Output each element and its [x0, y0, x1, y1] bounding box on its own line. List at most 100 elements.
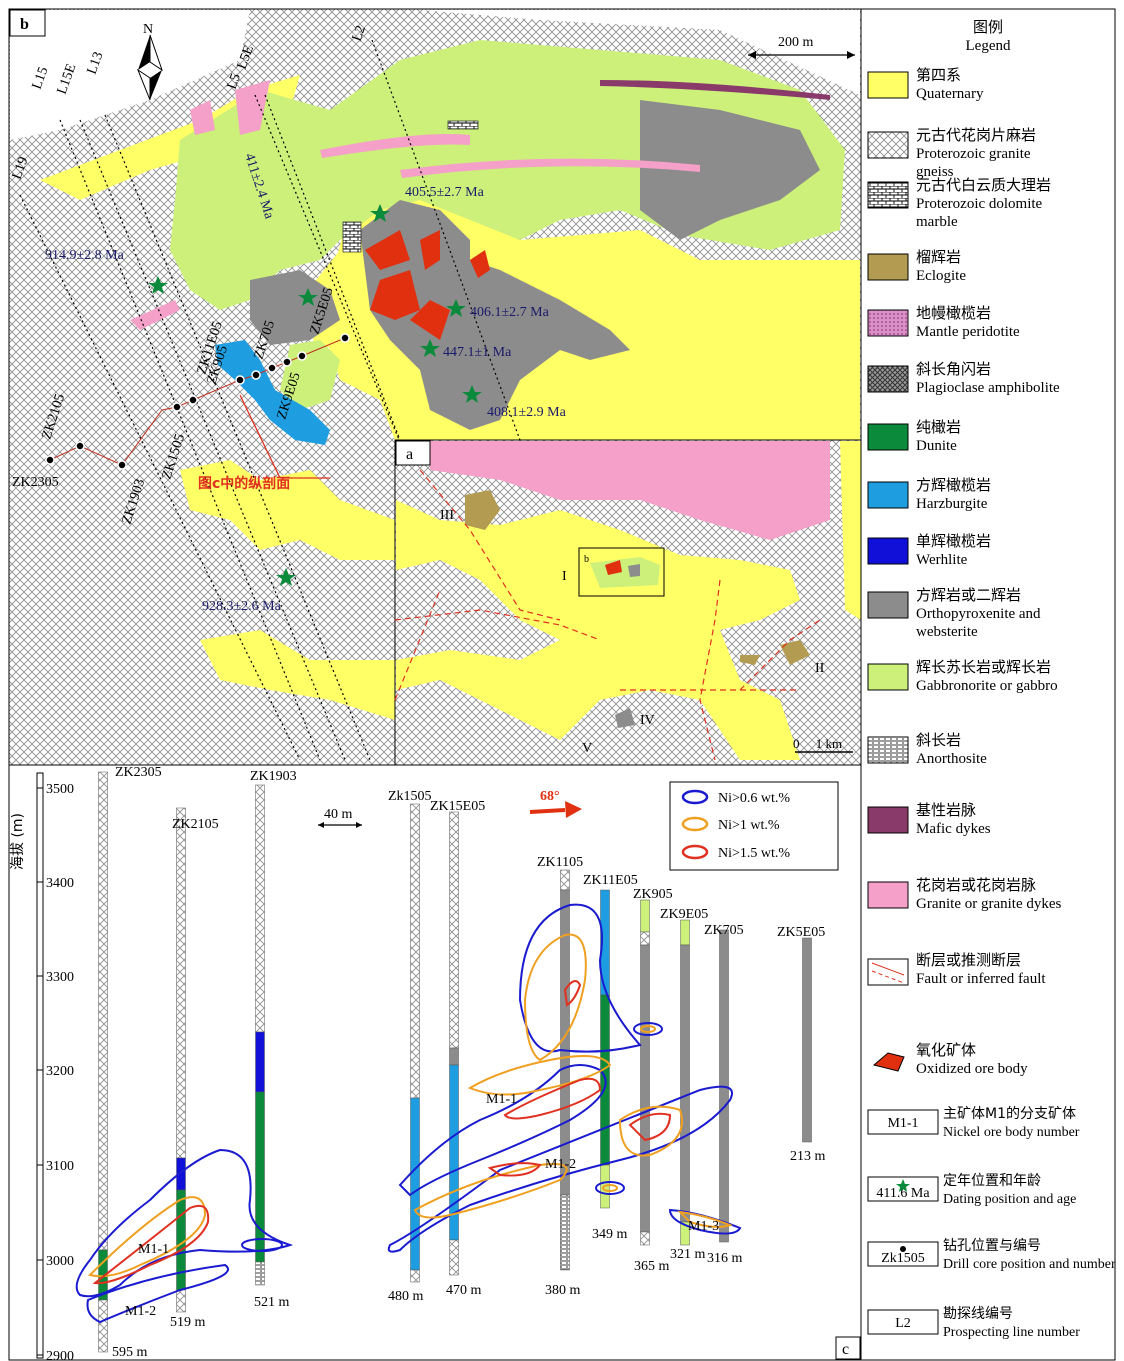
- ore-label: M1-2: [125, 1304, 156, 1319]
- legend-title-en: Legend: [966, 38, 1011, 54]
- legend-label-cn: 主矿体M1的分支矿体: [943, 1106, 1076, 1122]
- drill-depth: 521 m: [254, 1295, 290, 1310]
- age-label: 914.9±2.8 Ma: [45, 248, 125, 263]
- legend-label-cn: 钻孔位置与编号: [943, 1238, 1041, 1254]
- dating-star: [420, 339, 440, 357]
- drill-depth: 480 m: [388, 1289, 424, 1304]
- drill-column-segment: [410, 1097, 420, 1271]
- drill-column-segment: [255, 1031, 265, 1093]
- legend-symbol: [867, 663, 909, 691]
- inset-box: [578, 547, 665, 597]
- legend-label-en: Proterozoic dolomite: [916, 196, 1043, 212]
- legend-symbol: [867, 1109, 939, 1135]
- orthopyroxenite-unit-east: [640, 100, 820, 240]
- drill-column-segment: [98, 771, 108, 1251]
- drill-column-segment: [640, 899, 650, 933]
- legend-label-en: Dunite: [916, 438, 957, 454]
- legend-label-en: gneiss: [916, 164, 954, 180]
- legend-label-cn: 元古代白云质大理岩: [916, 176, 1051, 194]
- ni-legend-label: Ni>1.5 wt.%: [718, 846, 790, 861]
- harzburgite-unit: [215, 340, 330, 445]
- drill-column-segment: [640, 944, 650, 1233]
- legend-label-cn: 地幔橄榄岩: [916, 304, 991, 322]
- drill-hole-marker: [235, 375, 245, 385]
- north-arrow: N: [136, 22, 163, 101]
- scale-label: 200 m: [778, 35, 814, 50]
- age-label: 928.3±2.6 Ma: [202, 599, 282, 614]
- legend-symbol: [867, 71, 909, 99]
- legend-symbol: [867, 253, 909, 281]
- ni-envelope-1-5: [92, 1204, 210, 1285]
- legend-label-cn: 斜长角闪岩: [916, 360, 991, 378]
- legend-symbol-text: Zk1505: [881, 1251, 925, 1266]
- scale-label: 40 m: [324, 807, 353, 822]
- drill-name: ZK11E05: [583, 873, 638, 888]
- drill-depth: 595 m: [112, 1345, 148, 1360]
- legend-symbol-text: 411.6 Ma: [876, 1186, 930, 1201]
- drill-hole-marker: [251, 370, 261, 380]
- map-b-outside-area: [10, 10, 860, 95]
- legend-label-cn: 基性岩脉: [916, 801, 976, 819]
- inset-label: b: [584, 554, 589, 565]
- legend-label-cn: 第四系: [916, 66, 961, 84]
- drill-name: ZK2305: [115, 765, 162, 780]
- ni-legend-symbol: [681, 844, 709, 860]
- drill-column-segment: [560, 1194, 570, 1271]
- drill-hole-marker: [45, 455, 55, 465]
- elevation-tick-label: 3500: [46, 782, 74, 797]
- drill-depth: 349 m: [592, 1227, 628, 1242]
- drill-name: ZK1105: [537, 855, 583, 870]
- drill-column-segment: [802, 937, 812, 1143]
- map-b: L15 L15E L13 L5E L5 L2 L19 ZK2305 ZK2105: [8, 8, 862, 766]
- granite-unit-a: [430, 441, 830, 540]
- legend-label-en: websterite: [916, 624, 978, 640]
- line-label: L15: [30, 65, 52, 91]
- legend-label-cn: 氧化矿体: [916, 1041, 976, 1059]
- legend-label-en: Prospecting line number: [943, 1325, 1080, 1340]
- drill-column-segment: [680, 944, 690, 1223]
- legend-label-en: marble: [916, 214, 958, 230]
- legend-label-en: Fault or inferred fault: [916, 971, 1046, 987]
- drill-column-segment: [449, 1047, 459, 1066]
- ore-label: M1-2: [545, 1157, 576, 1172]
- legend-symbol: [867, 309, 909, 337]
- drill-name: ZK15E05: [430, 799, 485, 814]
- prospecting-lines: [19, 39, 521, 761]
- quaternary-unit-a: [396, 500, 800, 760]
- line-label: L2: [350, 24, 369, 44]
- elevation-tick-label: 3200: [46, 1064, 74, 1079]
- legend-symbol: [867, 806, 909, 834]
- panel-label-a: a: [406, 446, 413, 463]
- legend-title-cn: 图例: [973, 18, 1003, 36]
- scale-bar-c: 40 m: [318, 807, 362, 828]
- elevation-tick-label: 2900: [46, 1349, 74, 1361]
- faults: [394, 469, 821, 761]
- drill-depth: 470 m: [446, 1283, 482, 1298]
- elevation-axis: [36, 772, 44, 1359]
- age-label: 405.5±2.7 Ma: [405, 185, 485, 200]
- drill-column-segment: [449, 1239, 459, 1276]
- ni-legend-symbol: [681, 816, 709, 832]
- body-label: II: [815, 661, 825, 676]
- legend-item: 元古代白云质大理岩 Proterozoic dolomite marble: [867, 176, 1051, 230]
- drill-hole-marker: [282, 357, 292, 367]
- legend-label-cn: 斜长岩: [916, 731, 961, 749]
- drill-column-segment: [98, 1299, 108, 1353]
- ni-envelope-1: [88, 1196, 207, 1278]
- dating-star: [276, 568, 296, 586]
- drill-hole-marker: [172, 402, 182, 412]
- legend-label-en: Granite or granite dykes: [916, 896, 1062, 912]
- legend-label-cn: 定年位置和年龄: [943, 1173, 1041, 1189]
- drill-column-segment: [680, 1221, 690, 1246]
